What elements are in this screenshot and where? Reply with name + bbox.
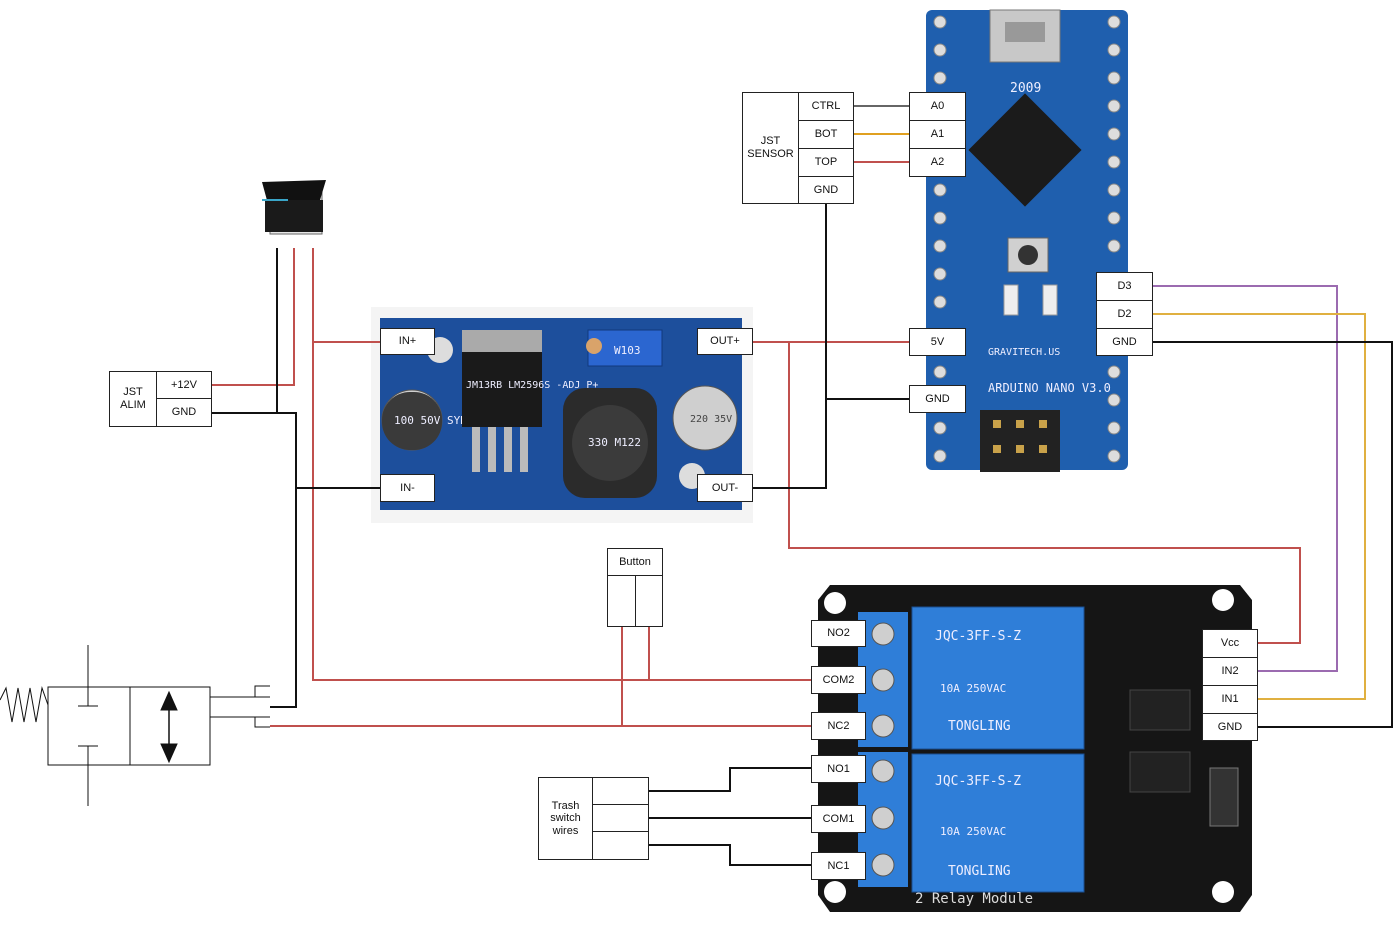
relay-nc1-pin: NC1 bbox=[811, 852, 866, 880]
trash-switch-wire-1 bbox=[592, 777, 649, 805]
nano-gnd-left-pin: GND bbox=[909, 385, 966, 413]
buck-inductor-text: 330 M122 bbox=[588, 436, 641, 449]
nano-gnd-right-pin: GND bbox=[1096, 328, 1153, 356]
wire-gnd-relay bbox=[1152, 341, 1393, 728]
relay-com1-pin: COM1 bbox=[811, 805, 866, 833]
button-title: Button bbox=[607, 548, 663, 576]
relay-no1-pin: NO1 bbox=[811, 755, 866, 783]
wire-trash-nc1 bbox=[649, 844, 811, 866]
jst-alim-title: JST ALIM bbox=[109, 371, 157, 427]
relay-module-name-text: 2 Relay Module bbox=[915, 891, 1033, 907]
relay2-brand-text: TONGLING bbox=[948, 864, 1011, 879]
wire-5v-relay-vcc bbox=[788, 342, 1301, 644]
wire-out-minus-gnd bbox=[752, 204, 827, 489]
buck-chip-text: JM13RB LM2596S -ADJ P+ bbox=[466, 380, 598, 391]
trash-switch-wire-2 bbox=[592, 804, 649, 832]
buck-in-minus-pin: IN- bbox=[380, 474, 435, 502]
relay1-brand-text: TONGLING bbox=[948, 719, 1011, 734]
relay1-rating-text: 10A 250VAC bbox=[940, 682, 1006, 695]
button-contact-right bbox=[635, 575, 663, 627]
buck-cap1-text: 100 50V SYK bbox=[394, 414, 467, 427]
button-contact-left bbox=[607, 575, 636, 627]
buck-cap2-text: 220 35V bbox=[690, 414, 732, 425]
arduino-nano-board: 2009 ARDUINO NANO V3.0 GRAVITECH.US bbox=[926, 9, 1128, 472]
buck-pot-text: W103 bbox=[614, 344, 641, 357]
wire-d2-in1 bbox=[1152, 313, 1366, 700]
jst-alim-gnd-pin: GND bbox=[156, 398, 212, 427]
buck-out-plus-pin: OUT+ bbox=[697, 328, 753, 355]
relay-nc2-pin: NC2 bbox=[811, 712, 866, 740]
trash-switch-title: Trash switch wires bbox=[538, 777, 593, 860]
nano-d3-pin: D3 bbox=[1096, 272, 1153, 301]
jst-sensor-ctrl-pin: CTRL bbox=[798, 92, 854, 121]
nano-5v-pin: 5V bbox=[909, 328, 966, 356]
wire-trash-no1 bbox=[649, 767, 811, 792]
wire-switch-out bbox=[312, 248, 380, 343]
nano-year-text: 2009 bbox=[1010, 81, 1041, 96]
two-relay-module: JQC-3FF-S-Z 10A 250VAC TONGLING JQC-3FF-… bbox=[818, 585, 1252, 912]
jst-sensor-gnd-pin: GND bbox=[798, 176, 854, 204]
buck-out-minus-pin: OUT- bbox=[697, 474, 753, 502]
jst-sensor-title: JST SENSOR bbox=[742, 92, 799, 204]
wire-d3-in2 bbox=[1152, 285, 1338, 672]
nano-d2-pin: D2 bbox=[1096, 300, 1153, 329]
relay-com2-pin: COM2 bbox=[811, 666, 866, 694]
wire-gnd-main bbox=[212, 412, 297, 708]
nano-a1-pin: A1 bbox=[909, 120, 966, 149]
jst-alim-12v-pin: +12V bbox=[156, 371, 212, 399]
jst-sensor-top-pin: TOP bbox=[798, 148, 854, 177]
relay-no2-pin: NO2 bbox=[811, 620, 866, 647]
relay-in1-pin: IN1 bbox=[1202, 685, 1258, 714]
solenoid-valve-symbol bbox=[0, 645, 270, 806]
wire-12v-switch-in bbox=[212, 248, 295, 386]
relay-vcc-pin: Vcc bbox=[1202, 629, 1258, 658]
trash-switch-wire-3 bbox=[592, 831, 649, 860]
rocker-switch bbox=[262, 180, 326, 235]
wire-gnd-switch bbox=[212, 248, 278, 414]
wire-12v-to-com2 bbox=[312, 342, 811, 681]
nano-a0-pin: A0 bbox=[909, 92, 966, 121]
buck-in-plus-pin: IN+ bbox=[380, 328, 435, 355]
jst-sensor-bot-pin: BOT bbox=[798, 120, 854, 149]
relay-in2-pin: IN2 bbox=[1202, 657, 1258, 686]
nano-name-text: ARDUINO NANO V3.0 bbox=[988, 381, 1111, 395]
nano-brand-text: GRAVITECH.US bbox=[988, 347, 1060, 358]
relay2-rating-text: 10A 250VAC bbox=[940, 825, 1006, 838]
wires-group bbox=[212, 105, 1393, 866]
relay1-model-text: JQC-3FF-S-Z bbox=[935, 629, 1021, 644]
relay-gnd-pin: GND bbox=[1202, 713, 1258, 741]
relay2-model-text: JQC-3FF-S-Z bbox=[935, 774, 1021, 789]
nano-a2-pin: A2 bbox=[909, 148, 966, 177]
